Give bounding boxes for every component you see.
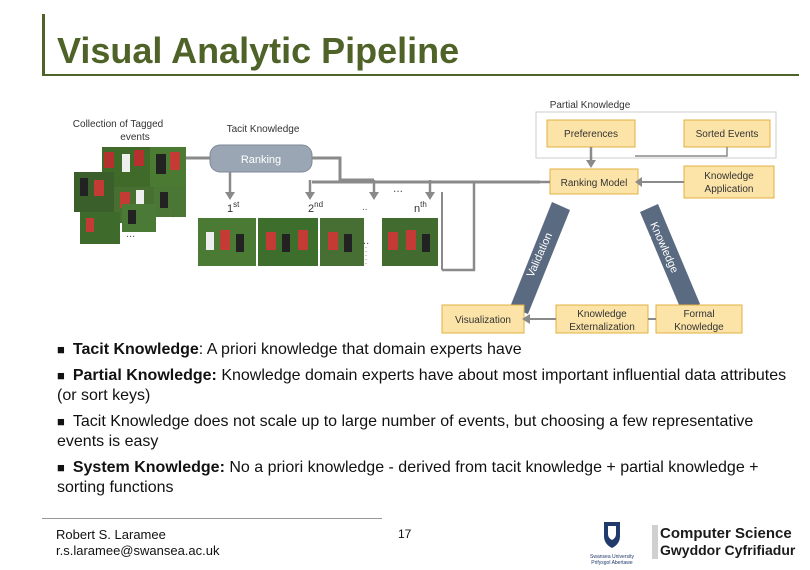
- svg-text:Swansea University: Swansea University: [590, 554, 634, 560]
- visualization-box: [441, 304, 525, 334]
- formal-knowledge-box: [655, 304, 743, 334]
- bullet-term: Tacit Knowledge: [72, 341, 199, 358]
- bullet-term: Partial Knowledge:: [72, 367, 217, 384]
- ranking-label: Ranking: [241, 154, 281, 166]
- footer-divider: [42, 518, 382, 519]
- svg-text:Prifysgol Abertawe: Prifysgol Abertawe: [591, 560, 633, 566]
- sorted-events-label: Sorted Events: [696, 129, 759, 140]
- top-ellipsis: ...: [393, 181, 403, 195]
- knowledge-externalization-label-2: Externalization: [569, 322, 635, 333]
- knowledge-discovery-arrow: [640, 204, 700, 312]
- bullet-list: ■ Tacit Knowledge: A priori knowledge tha…: [57, 340, 787, 504]
- rank-2nd: 2nd: [308, 200, 323, 215]
- bullet-tacit-knowledge: ■ Tacit Knowledge: A priori knowledge tha…: [57, 340, 787, 360]
- ranked-photo-row: [198, 218, 438, 266]
- bullet-square-icon: ■: [57, 460, 65, 475]
- tacit-knowledge-label: Tacit Knowledge: [227, 124, 300, 135]
- partial-knowledge-frame: [535, 111, 777, 159]
- collection-label: Collection of Tagged: [73, 119, 163, 130]
- rank-mid-dots: ..: [362, 202, 368, 213]
- swansea-university-logo: Swansea University Prifysgol Abertawe: [590, 522, 634, 566]
- bullet-square-icon: ■: [57, 414, 65, 429]
- ranking-model-label: Ranking Model: [561, 178, 628, 189]
- sorted-events-box: [683, 119, 771, 148]
- knowledge-externalization-box: [555, 304, 649, 334]
- computer-science-logo-icon: [652, 525, 658, 559]
- rank-1st: 1st: [227, 200, 240, 215]
- bullet-square-icon: ■: [57, 342, 65, 357]
- page-number: 17: [398, 527, 412, 541]
- bullet-text: Knowledge domain experts have about most…: [57, 367, 787, 404]
- knowledge-application-label-1: Knowledge: [704, 171, 754, 182]
- collection-label-2: events: [120, 132, 149, 143]
- dept-name-english: Computer Science: [660, 525, 792, 542]
- collection-ellipsis-v: ...: [166, 210, 176, 218]
- author-name: Robert S. Laramee: [56, 527, 166, 542]
- knowledge-externalization-label-1: Knowledge: [577, 309, 627, 320]
- formal-knowledge-label-1: Formal: [683, 309, 714, 320]
- formal-knowledge-label-2: Knowledge: [674, 322, 724, 333]
- partial-knowledge-label: Partial Knowledge: [550, 100, 631, 111]
- title-accent-vertical: [42, 14, 45, 76]
- ranking-model-box: [549, 168, 639, 195]
- bullet-square-icon: ■: [57, 368, 65, 383]
- title-accent-horizontal: [42, 74, 799, 76]
- model-validation-arrow: [510, 202, 570, 314]
- collection-ellipsis: ...: [126, 228, 135, 240]
- rank-nth: nth: [414, 200, 427, 215]
- slide-title: Visual Analytic Pipeline: [57, 30, 460, 71]
- dept-name-welsh: Gwyddor Cyfrifiadur: [660, 542, 796, 558]
- knowledge-application-box: [683, 165, 775, 199]
- knowledge-application-label-2: Application: [705, 184, 754, 195]
- bullet-tacit-scaling: ■Tacit Knowledge does not scale up to la…: [57, 412, 787, 452]
- bullet-text: Tacit Knowledge does not scale up to lar…: [57, 413, 754, 450]
- bullet-text: : A priori knowledge that domain experts…: [198, 341, 522, 358]
- photo-row-ellipsis: ...: [360, 235, 369, 247]
- footer-author: Robert S. Laramee r.s.laramee@swansea.ac…: [56, 527, 220, 559]
- pipeline-figure: Collection of Tagged events ... ... Taci…: [73, 100, 777, 334]
- preferences-box: [546, 119, 636, 148]
- preferences-label: Preferences: [564, 129, 618, 140]
- bullet-system-knowledge: ■ System Knowledge: No a priori knowledge…: [57, 458, 787, 498]
- visualization-label: Visualization: [455, 315, 511, 326]
- author-email[interactable]: r.s.laramee@swansea.ac.uk: [56, 543, 220, 558]
- event-photo-stack: [74, 147, 186, 244]
- bullet-text: No a priori knowledge - derived from tac…: [57, 459, 759, 496]
- bullet-term: System Knowledge:: [72, 459, 225, 476]
- bullet-partial-knowledge: ■ Partial Knowledge: Knowledge domain exp…: [57, 366, 787, 406]
